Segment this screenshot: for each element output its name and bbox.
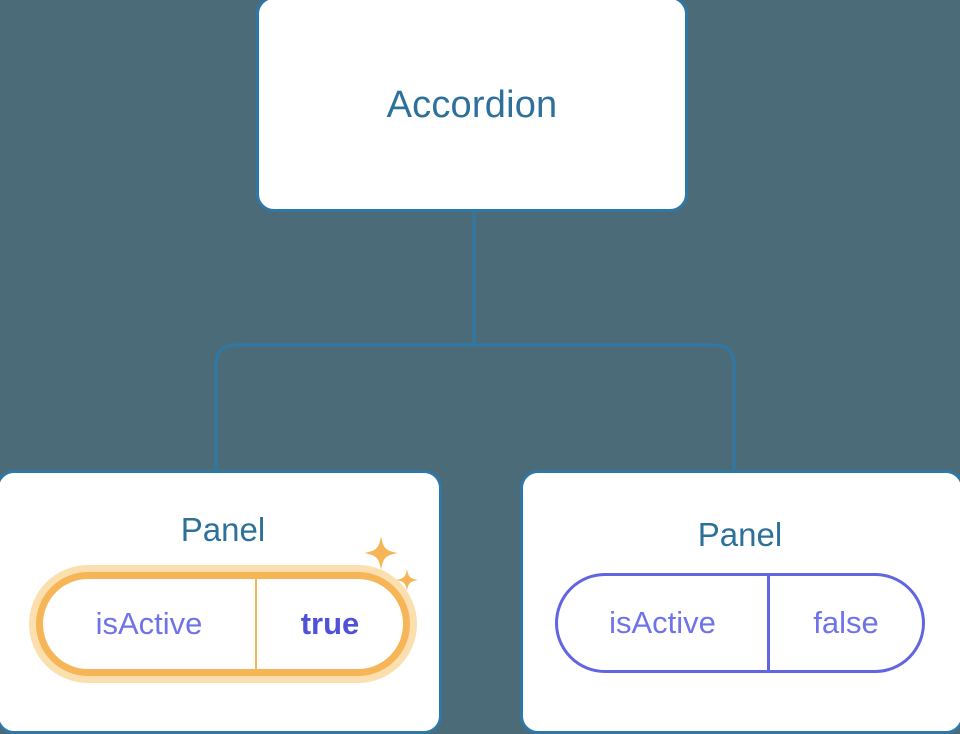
node-title: Panel [180, 511, 266, 548]
prop-pill-container: isActive true [7, 536, 439, 676]
prop-pill-isactive-false[interactable]: isActive false [555, 573, 925, 673]
prop-key-label: isActive [558, 576, 770, 670]
connector-branch-bus [214, 343, 736, 470]
node-title: Panel [697, 516, 783, 553]
tree-node-panel-inactive[interactable]: Panel isActive false [520, 470, 960, 734]
prop-key-label: isActive [43, 579, 257, 669]
tree-node-accordion[interactable]: Accordion [256, 0, 688, 212]
prop-pill-container: isActive false [519, 573, 960, 673]
prop-value-label: false [813, 605, 879, 640]
node-title: Accordion [386, 84, 558, 126]
prop-value-label: true [300, 606, 360, 641]
tree-node-panel-active[interactable]: Panel isActive true [0, 470, 442, 734]
prop-pill-isactive-true[interactable]: isActive true [36, 572, 410, 676]
